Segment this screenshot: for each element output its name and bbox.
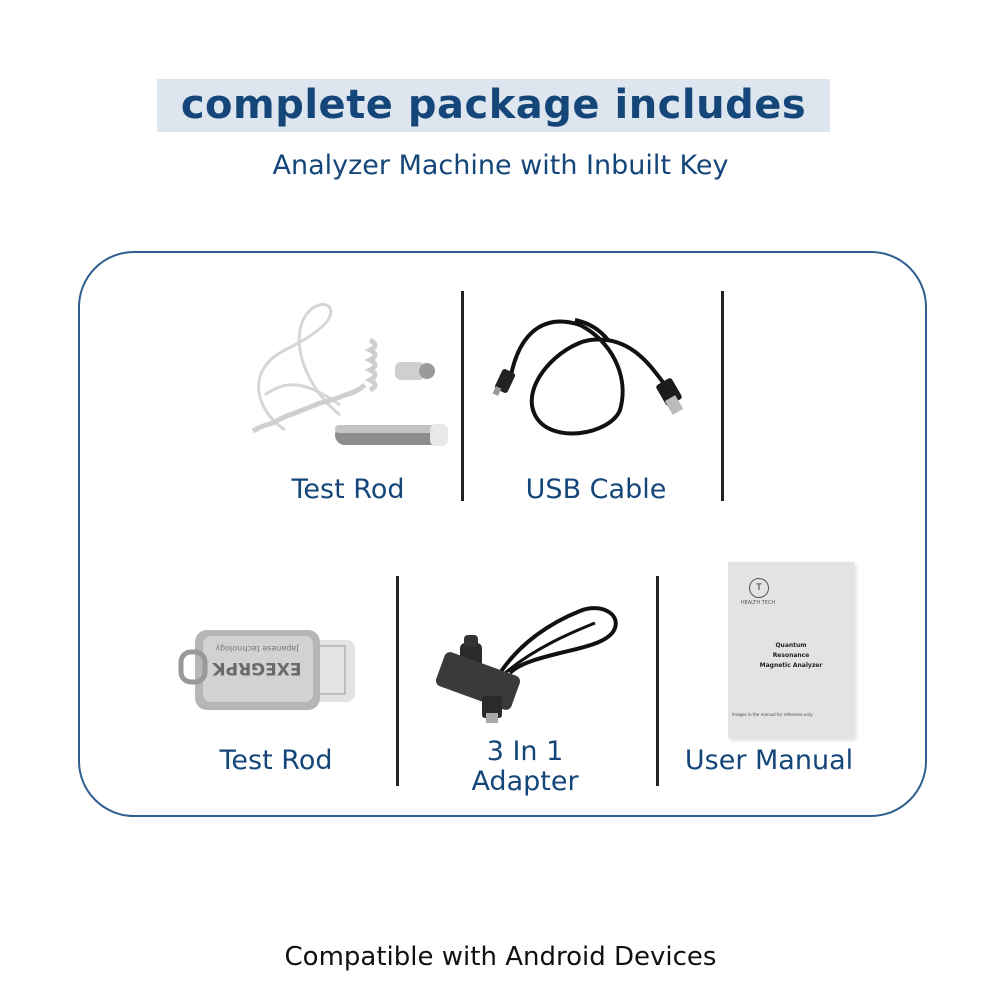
coiled-test-rod-image	[251, 303, 448, 446]
package-contents-panel	[78, 251, 927, 817]
item-label-adapter: 3 In 1 Adapter	[435, 737, 615, 797]
divider	[396, 576, 399, 786]
usb-cable-image	[492, 318, 684, 436]
manual-title-line1: Quantum	[775, 642, 807, 649]
otg-adapter-image	[435, 606, 618, 723]
manual-note: Images in the manual for reference only.	[732, 712, 814, 717]
divider	[656, 576, 659, 786]
divider	[721, 291, 724, 501]
item-label-adapter-line2: Adapter	[471, 766, 579, 797]
divider	[461, 291, 464, 501]
item-label-adapter-line1: 3 In 1	[486, 736, 564, 767]
usb-drive-printed-subtext: Japanese technology	[215, 644, 300, 653]
item-label-test-rod: Test Rod	[291, 474, 405, 505]
page-subtitle: Analyzer Machine with Inbuilt Key	[272, 150, 729, 181]
manual-title-line3: Magnetic Analyzer	[759, 662, 823, 669]
manual-brand: HEALTH TECH	[740, 600, 776, 606]
health-tech-logo-icon: T	[749, 578, 769, 598]
manual-title-line2: Resonance	[772, 652, 810, 659]
page-title: complete package includes	[180, 82, 807, 128]
footer-compatibility: Compatible with Android Devices	[284, 942, 717, 972]
item-label-usb-cable: USB Cable	[525, 474, 667, 505]
item-label-user-manual: User Manual	[684, 745, 854, 776]
item-label-test-rod-2: Test Rod	[219, 745, 333, 776]
usb-drive-image: EXEGRPK Japanese technology	[178, 630, 355, 710]
title-band	[157, 79, 830, 132]
usb-drive-printed-text: EXEGRPK	[212, 658, 302, 678]
manual-booklet-image: T HEALTH TECH Quantum Resonance Magnetic…	[728, 562, 854, 738]
